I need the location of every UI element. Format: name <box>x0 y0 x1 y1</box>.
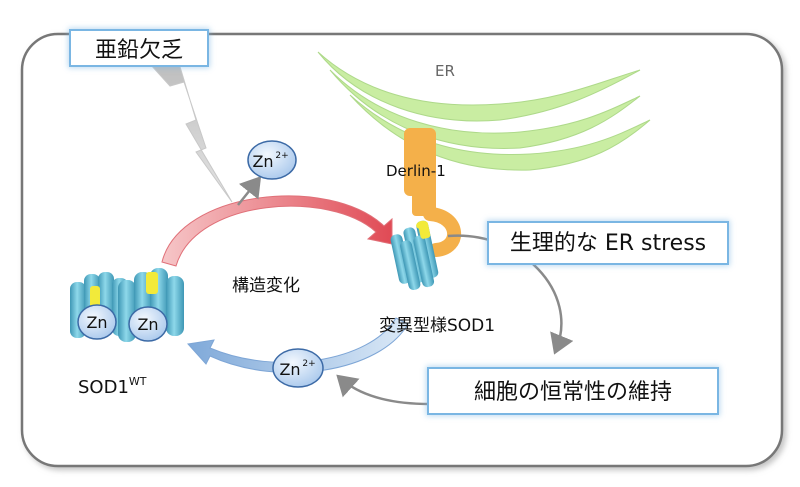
derlin-label: Derlin-1 <box>386 162 446 180</box>
zinc-deficiency-label: 亜鉛欠乏 <box>95 38 183 63</box>
derlin-1 <box>404 128 461 257</box>
zn-ion-top: Zn 2+ <box>247 140 297 180</box>
sod1-wt-label: SOD1WT <box>78 375 147 398</box>
blue-arrow <box>187 317 409 374</box>
structural-change-label: 構造変化 <box>232 276 300 296</box>
zn-release-arrow <box>237 176 262 206</box>
sod1-wt-name: SOD1 <box>78 377 129 398</box>
homeostasis-label: 細胞の恒常性の維持 <box>474 380 672 405</box>
zn-bound-1-label: Zn <box>86 313 107 332</box>
homeostasis-box: 細胞の恒常性の維持 <box>426 366 720 416</box>
zn-bound-2: Zn <box>128 306 168 342</box>
zn-ion-bottom-symbol: Zn <box>279 360 300 379</box>
er-stress-box: 生理的な ER stress <box>486 220 730 266</box>
zn-bound-1: Zn <box>77 304 117 340</box>
er-label: ER <box>435 62 455 80</box>
zn-bound-2-label: Zn <box>137 315 158 334</box>
mutant-sod1-barrel <box>390 220 439 290</box>
lightning-bolt-icon <box>148 59 233 203</box>
gray-arrow-down <box>447 234 574 355</box>
mutant-sod1-label: 変異型様SOD1 <box>379 316 495 336</box>
zn-ion-top-charge: 2+ <box>275 151 288 161</box>
er-stress-label: 生理的な ER stress <box>510 231 706 256</box>
sod1-wt-dimer: Zn Zn <box>70 268 184 342</box>
sod1-wt-superscript: WT <box>129 375 147 388</box>
zinc-deficiency-box: 亜鉛欠乏 <box>68 28 210 68</box>
gray-arrow-left <box>336 374 431 406</box>
zn-ion-bottom-charge: 2+ <box>302 359 315 369</box>
zn-ion-bottom: Zn 2+ <box>272 348 324 388</box>
zn-ion-top-symbol: Zn <box>252 152 273 171</box>
